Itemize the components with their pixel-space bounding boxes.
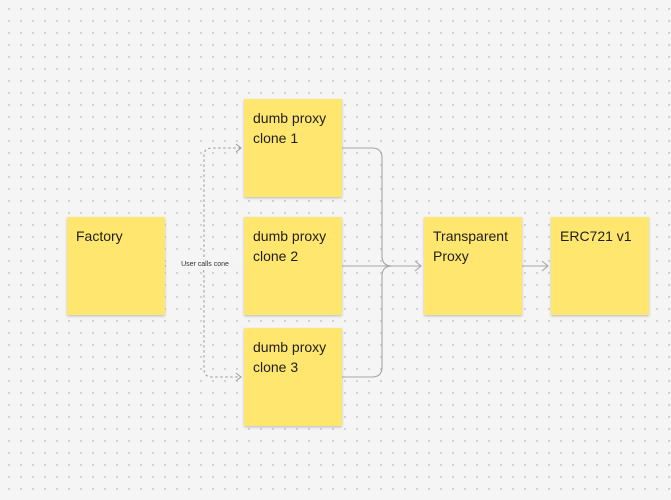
sticky-note-text: dumb proxy clone 2: [253, 228, 327, 264]
sticky-note-factory[interactable]: Factory: [67, 217, 165, 315]
dashed-connector-factory-to-clone-3[interactable]: [165, 265, 241, 378]
arrowhead-proxy: [414, 260, 422, 272]
sticky-note-text: Transparent Proxy: [433, 228, 508, 264]
sticky-note-transparent-proxy[interactable]: Transparent Proxy: [424, 217, 522, 315]
arrowhead-erc721: [541, 260, 549, 272]
connector-label[interactable]: User calls cone: [166, 260, 244, 270]
arrowhead-clone-1: [235, 143, 242, 153]
sticky-note-text: ERC721 v1: [560, 228, 632, 244]
sticky-note-text: dumb proxy clone 3: [253, 339, 327, 375]
dashed-connector-factory-to-clone-1[interactable]: [165, 147, 241, 267]
sticky-note-text: Factory: [76, 228, 123, 244]
sticky-note-text: dumb proxy clone 1: [253, 110, 327, 146]
sticky-note-clone-1[interactable]: dumb proxy clone 1: [244, 99, 342, 197]
sticky-note-clone-3[interactable]: dumb proxy clone 3: [244, 328, 342, 426]
sticky-note-erc721[interactable]: ERC721 v1: [551, 217, 649, 315]
sticky-note-clone-2[interactable]: dumb proxy clone 2: [244, 217, 342, 315]
connector-clone-3-to-proxy[interactable]: [342, 265, 421, 378]
arrowhead-clone-3: [235, 372, 242, 382]
connector-clone-1-to-proxy[interactable]: [342, 147, 421, 267]
